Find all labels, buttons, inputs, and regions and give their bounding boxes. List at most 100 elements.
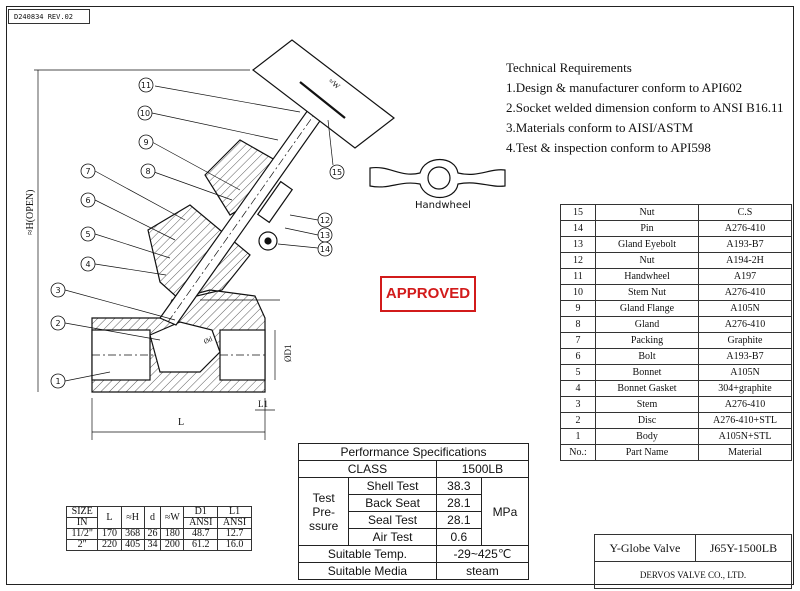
dimension-cell: 61.2 [183,539,219,551]
dim-l1-label: L1 [258,399,268,409]
bom-number: 11 [560,268,596,285]
bom-number: 7 [560,332,596,349]
dimension-cell: 2" [65,539,99,551]
bom-part-name: Body [595,428,699,445]
bom-number: 2 [560,412,596,429]
bom-material: A197 [698,268,792,285]
dimension-cell: 16.0 [217,539,252,551]
dim-l-label: L [178,417,184,428]
dimension-cell: 200 [160,539,185,551]
bom-material: A276-410+STL [698,412,792,429]
dim-head-l1: L1 [217,506,252,518]
technical-requirement-1: 1.Design & manufacturer conform to API60… [506,80,743,95]
dimension-cell: 34 [143,539,162,551]
bom-number: 3 [560,396,596,413]
dim-head-d: d [143,506,162,529]
bom-number: 9 [560,300,596,317]
dimension-cell: 26 [143,528,162,540]
dimension-cell: 405 [120,539,145,551]
bom-material: A105N [698,300,792,317]
bom-header-number: No.: [560,444,596,461]
dimension-cell: 180 [160,528,185,540]
bom-number: 4 [560,380,596,397]
dim-head-w: ≈W [160,506,185,529]
bom-part-name: Bonnet [595,364,699,381]
title-company: DERVOS VALVE CO., LTD. [594,561,792,589]
bom-number: 10 [560,284,596,301]
balloon-4: 4 [85,260,90,269]
test-pressure-line-1: Test [312,490,335,505]
bom-part-name: Bolt [595,348,699,365]
bom-material: Graphite [698,332,792,349]
test-pressure-label: Test Pre- ssure [297,477,350,546]
balloon-1: 1 [55,377,60,386]
shell-test-label: Shell Test [348,477,437,495]
shell-test-value: 38.3 [435,477,482,495]
air-test-label: Air Test [348,528,437,546]
temp-value: -29~425℃ [435,545,530,563]
dim-head-d1: D1 [183,506,219,518]
performance-title: Performance Specifications [298,443,529,461]
bom-number: 12 [560,252,596,269]
bom-number: 13 [560,236,596,253]
title-block: Y-Globe Valve J65Y-1500LB DERVOS VALVE C… [594,534,793,589]
bom-material: A105N [698,364,792,381]
dim-sub-ansi-l1: ANSI [217,517,252,529]
balloon-3: 3 [55,286,60,295]
test-pressure-line-3: ssure [308,518,339,533]
back-seat-label: Back Seat [348,494,437,512]
bom-material: A276-410 [698,316,792,333]
bom-number: 14 [560,220,596,237]
bom-part-name: Stem [595,396,699,413]
bonnet [147,139,276,301]
media-value: steam [435,562,530,580]
handwheel-top-view [369,159,506,198]
dimension-cell: 220 [97,539,122,551]
bom-material: A193-B7 [698,236,792,253]
bom-number: 6 [560,348,596,365]
technical-requirement-4: 4.Test & inspection conform to API598 [506,140,711,155]
bom-part-name: Disc [595,412,699,429]
dim-head-size: SIZE [65,506,99,518]
stem [159,109,323,326]
bom-header-material: Material [698,444,792,461]
document-number: D240834 REV.02 [8,9,90,24]
bom-material: A193-B7 [698,348,792,365]
air-test-value: 0.6 [435,528,482,546]
dim-sub-in: IN [65,517,99,529]
handwheel-label: Handwheel [415,200,471,211]
bom-number: 5 [560,364,596,381]
bom-number: 8 [560,316,596,333]
pressure-unit: MPa [480,477,530,546]
dimension-cell: 368 [120,528,145,540]
bom-header-part-name: Part Name [595,444,699,461]
balloon-7: 7 [85,167,90,176]
seal-test-value: 28.1 [435,511,482,529]
dimension-cell: 48.7 [183,528,219,540]
test-pressure-line-2: Pre- [312,504,335,519]
balloon-14: 14 [320,245,330,254]
class-value: 1500LB [435,460,530,478]
balloon-5: 5 [85,230,90,239]
handwheel-drawing [252,39,395,149]
bom-part-name: Gland Flange [595,300,699,317]
leader-lines [64,85,334,382]
bom-number: 1 [560,428,596,445]
balloon-15: 15 [332,168,342,177]
balloon-12: 12 [320,216,330,225]
performance-specifications: Performance Specifications CLASS 1500LB … [297,443,530,580]
bom-number: 15 [560,204,596,221]
dimension-cell: 11/2" [65,528,99,540]
drawing-frame [6,6,794,585]
